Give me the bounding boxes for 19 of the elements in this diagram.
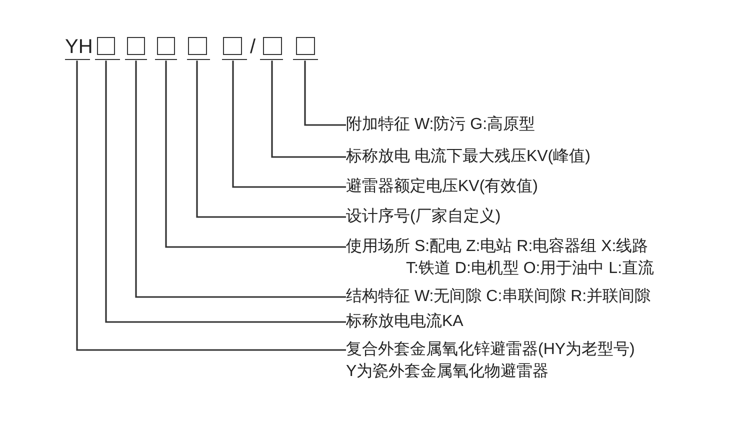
leader-line [105,60,346,323]
description-text: 结构特征 W:无间隙 C:串联间隙 R:并联间隙 [346,286,651,308]
leader-line [76,60,346,351]
description-text: 避雷器额定电压KV(有效值) [346,176,538,198]
description-text: Y为瓷外套金属氧化物避雷器 [346,362,550,382]
description-text: 复合外套金属氧化锌避雷器(HY为老型号) [346,340,635,360]
leader-line [196,60,346,218]
leader-line [304,60,346,126]
leader-line [165,60,346,248]
description-text: 标称放电 电流下最大残压KV(峰值) [346,146,590,168]
leader-line [135,60,346,298]
description-text: 标称放电电流KA [346,311,464,333]
description-text: 使用场所 S:配电 Z:电站 R:电容器组 X:线路 T:铁道 D:电机型 O:用于油中 L:直流 [346,236,662,280]
leader-line [232,60,346,188]
leader-line [271,60,346,158]
slash-separator: / [250,37,256,57]
underlined-code-letters: YH [65,37,90,60]
description-text: 设计序号(厂家自定义) [346,206,501,228]
description-text: 附加特征 W:防污 G:高原型 [346,114,536,136]
